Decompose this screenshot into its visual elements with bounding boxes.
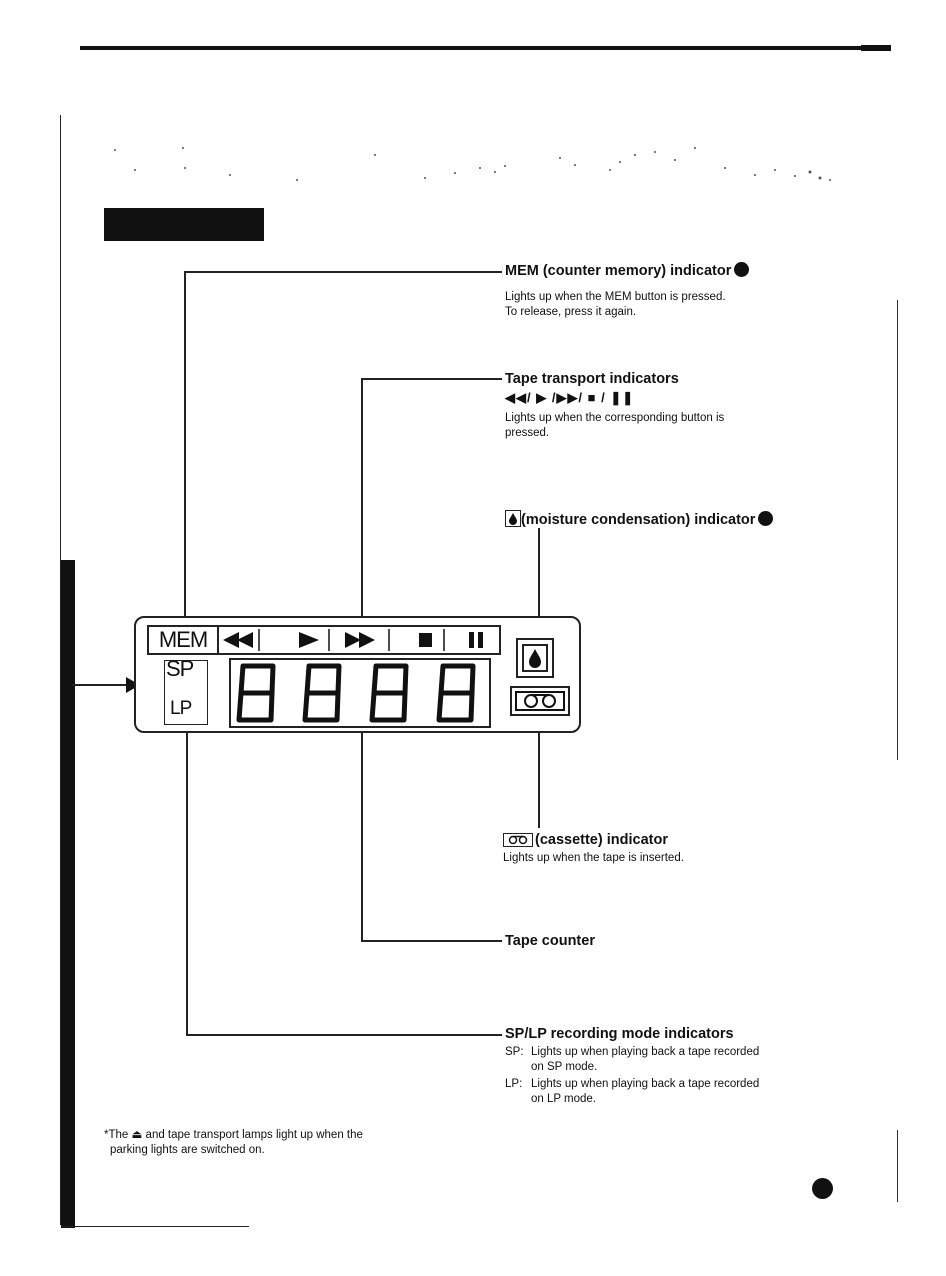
transport-symbols: ◀◀/ ▶ /▶▶/ ■ / ❚❚: [505, 390, 635, 405]
lp-desc: LP:Lights up when playing back a tape re…: [505, 1078, 760, 1105]
sp-desc: SP:Lights up when playing back a tape re…: [505, 1046, 760, 1073]
page-marker-dot: [812, 1178, 833, 1199]
top-rule: [80, 46, 891, 50]
transport-display-strip: [217, 625, 501, 655]
bottom-rule: [61, 1226, 249, 1227]
transport-leader-vertical: [361, 378, 363, 650]
mem-leader-horizontal: [184, 271, 502, 273]
sp-lp-mode-box: [164, 660, 208, 725]
transport-leader-horizontal: [361, 378, 502, 380]
mem-indicator-title: MEM (counter memory) indicator: [505, 262, 750, 279]
right-rule-upper: [897, 300, 898, 760]
top-rule-end: [861, 45, 891, 51]
lp-display-label: LP: [170, 698, 192, 719]
mem-leader-vertical: [184, 271, 186, 627]
bullet-icon: [758, 511, 774, 526]
counter-leader-horizontal: [361, 940, 502, 942]
left-rule: [60, 115, 61, 1225]
moisture-drop-icon: [505, 510, 521, 527]
counter-digit-window: [229, 658, 491, 728]
counter-leader-vertical: [361, 724, 363, 940]
left-thumb-bar: [61, 560, 75, 1228]
moisture-indicator-title: (moisture condensation) indicator: [505, 510, 774, 528]
moisture-display-icon: [516, 638, 554, 678]
faded-heading-speckle: [114, 147, 831, 181]
bullet-icon: [734, 262, 750, 277]
splp-leader-vertical: [186, 700, 188, 1034]
cassette-icon: [503, 833, 533, 847]
moisture-leader-vertical: [538, 528, 540, 638]
section-heading-block: [104, 208, 264, 241]
tape-counter-title: Tape counter: [505, 933, 595, 949]
cassette-display-icon: [510, 686, 570, 716]
splp-leader-horizontal: [186, 1034, 502, 1036]
arrow-head-icon: [126, 677, 140, 693]
transport-indicator-desc: Lights up when the corresponding button …: [505, 412, 725, 439]
cassette-leader-vertical: [538, 712, 540, 828]
panel-arrow-line: [72, 684, 130, 686]
cassette-indicator-desc: Lights up when the tape is inserted.: [503, 852, 684, 864]
footnote: *The ⏏ and tape transport lamps light up…: [104, 1129, 363, 1156]
cassette-indicator-title: (cassette) indicator: [503, 832, 668, 848]
splp-indicator-title: SP/LP recording mode indicators: [505, 1026, 734, 1042]
display-panel: [134, 616, 581, 733]
transport-indicator-title: Tape transport indicators: [505, 371, 679, 387]
sp-display-label: SP: [166, 656, 194, 681]
right-rule-lower: [897, 1130, 898, 1202]
mem-display-label: MEM: [147, 625, 219, 655]
mem-indicator-desc: Lights up when the MEM button is pressed…: [505, 291, 726, 318]
